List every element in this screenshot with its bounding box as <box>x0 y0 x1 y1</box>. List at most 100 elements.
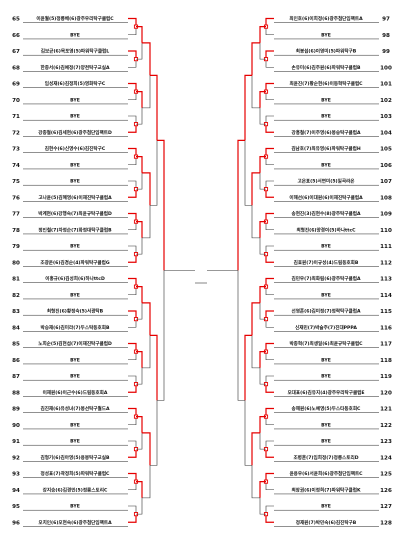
bracket-connector <box>259 172 266 190</box>
bracket-connector <box>136 302 143 320</box>
entry-team-name: 이홍규(6)김성희(6)하나ttcD <box>45 275 105 282</box>
winner-path <box>128 449 137 458</box>
winner-path <box>251 432 260 466</box>
bracket-connector <box>128 59 137 68</box>
entry-team-name: 정재원(7)박민숙(6)김진탁구B <box>296 519 357 526</box>
entry-number: 67 <box>12 49 20 55</box>
winner-path <box>128 384 137 393</box>
entry-number: 128 <box>380 520 392 526</box>
entry-number: 65 <box>12 17 20 23</box>
bracket-connector <box>265 481 274 491</box>
winner-path <box>237 139 245 271</box>
winner-path <box>136 351 143 368</box>
bracket-connector <box>128 26 137 36</box>
entry-team-name: 박계현(6)강행숙(7)최윤규탁구클럽D <box>38 210 112 217</box>
entry-team-name: 김보균(6)목포영(5)파워탁구클럽L <box>41 48 110 55</box>
bracket-connector <box>136 42 143 60</box>
entry-number: 104 <box>380 130 392 136</box>
bracket-connector <box>265 505 274 515</box>
bracket-connector <box>128 286 137 296</box>
entry-number: 76 <box>12 195 20 201</box>
bye-slot: BYE <box>70 162 80 168</box>
bracket-connector <box>142 205 151 239</box>
winner-path <box>128 254 137 263</box>
entry-number: 97 <box>382 17 390 23</box>
bracket-connector <box>265 286 274 296</box>
winner-path <box>142 302 151 336</box>
entry-number: 118 <box>380 358 392 364</box>
entry-team-name: 김형기(6)김아영(5)용봉탁구교실B <box>40 454 110 461</box>
bracket-connector <box>128 180 137 190</box>
entry-number: 110 <box>380 228 392 234</box>
bracket-connector <box>259 237 266 255</box>
winner-path <box>128 310 137 320</box>
winner-path <box>136 156 143 173</box>
entry-team-name: 조광운(6)김경순(4)파워탁구클럽G <box>40 259 110 266</box>
entry-number: 70 <box>12 98 20 104</box>
bracket-connector <box>136 172 143 190</box>
winner-path <box>128 277 137 287</box>
entry-number: 108 <box>380 195 392 201</box>
entry-number: 87 <box>12 374 20 380</box>
bracket-connector <box>150 140 158 206</box>
winner-path <box>136 91 143 108</box>
bye-slot: BYE <box>321 244 331 250</box>
entry-team-name: 송현진(3)김현수(8)광주탁구클럽A <box>291 210 361 217</box>
entry-number: 103 <box>380 114 392 120</box>
winner-path <box>128 342 137 352</box>
entry-number: 127 <box>380 504 392 510</box>
bye-slot: BYE <box>70 422 80 428</box>
bye-slot: BYE <box>321 374 331 380</box>
winner-path <box>259 481 266 498</box>
bracket-connector <box>259 42 266 60</box>
bye-slot: BYE <box>70 244 80 250</box>
entry-number: 85 <box>12 342 20 348</box>
bye-slot: BYE <box>321 97 331 103</box>
entry-number: 81 <box>12 277 20 283</box>
bracket-connector <box>128 115 137 125</box>
winner-path <box>259 416 266 433</box>
bracket-connector <box>251 335 260 369</box>
bracket-connector <box>265 91 274 101</box>
bye-slot: BYE <box>70 374 80 380</box>
winner-path <box>128 189 137 198</box>
winner-path <box>150 74 158 141</box>
bye-slot: BYE <box>70 114 80 120</box>
winner-path <box>259 26 266 43</box>
winner-path <box>265 472 274 482</box>
bracket-connector <box>244 400 252 466</box>
bracket-connector <box>136 497 143 515</box>
bracket-connector <box>265 319 274 328</box>
entry-number: 98 <box>382 33 390 39</box>
entry-number: 69 <box>12 82 20 88</box>
winner-path <box>128 212 137 222</box>
bye-slot: BYE <box>70 357 80 363</box>
bracket-connector <box>128 245 137 255</box>
winner-path <box>251 302 260 336</box>
entry-number: 94 <box>12 488 20 494</box>
bye-slot: BYE <box>70 179 80 185</box>
bracket-connector <box>128 416 137 426</box>
bracket-lines <box>23 17 379 527</box>
bracket-connector <box>128 221 137 231</box>
winner-path <box>128 472 137 482</box>
entry-number: 95 <box>12 504 20 510</box>
entry-number: 77 <box>12 212 20 218</box>
bye-slot: BYE <box>70 97 80 103</box>
entry-number: 80 <box>12 260 20 266</box>
winner-path <box>128 82 137 92</box>
entry-team-name: 박승재(6)김미라(7)두스탁동호회B <box>40 324 110 331</box>
entry-number: 92 <box>12 455 20 461</box>
bracket-connector <box>259 497 266 515</box>
winner-path <box>142 432 151 466</box>
entry-team-name: 오대표(6)김유지(4)광주우리탁구클럽E <box>287 389 364 396</box>
bracket-connector <box>259 432 266 450</box>
bracket-connector <box>265 245 274 255</box>
bye-slot: BYE <box>321 292 331 298</box>
winner-path <box>136 286 143 303</box>
entry-team-name: 김현수(6)신영수(6)김진탁구C <box>45 145 106 152</box>
entry-number: 72 <box>12 130 20 136</box>
entry-team-name: 김남호(7)최유영(6)파워탁구클럽H <box>291 145 361 152</box>
entry-team-name: 박종혁(7)최생일(6)최윤규탁구클럽C <box>289 340 363 347</box>
